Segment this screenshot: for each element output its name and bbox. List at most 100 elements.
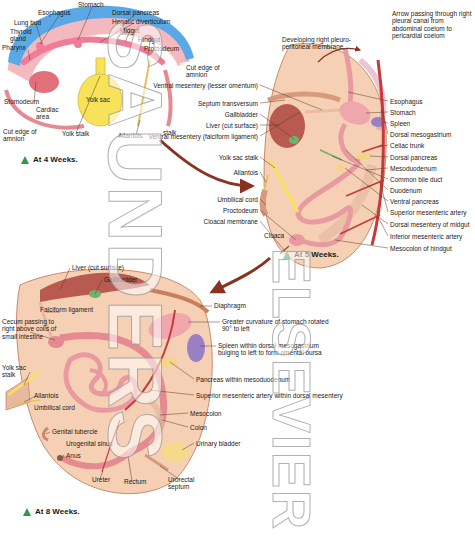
anatomy-label: Cut edge of amnion: [186, 64, 222, 79]
leader-line: [348, 92, 388, 101]
leader-line: [260, 114, 294, 139]
leader-line: [260, 172, 266, 182]
spleen: [187, 334, 205, 362]
anatomy-label: Dorsal mesogastrium: [390, 131, 451, 138]
anatomy-label: Stomach: [78, 1, 104, 8]
leader-line: [370, 156, 388, 157]
leader-line: [260, 210, 296, 240]
stomach-bud: [74, 40, 82, 48]
inferior-mesenteric-artery: [340, 215, 380, 234]
pleural-canal-arrow: [318, 49, 360, 63]
caption-triangle: [23, 508, 31, 516]
anatomy-label: Cloacal membrane: [203, 218, 258, 225]
dorsal-pancreas: [356, 152, 372, 160]
leader-line: [380, 182, 388, 212]
leader-line: [60, 268, 70, 290]
anatomy-label: Thyroid gland: [10, 28, 40, 43]
liver-cut-surface: [269, 104, 305, 148]
anatomy-label: Cecum passing to right above coils of sm…: [2, 318, 58, 340]
gallbladder: [289, 136, 299, 144]
leader-line: [260, 157, 275, 168]
allantois: [10, 400, 40, 404]
midgut-loop: [298, 162, 360, 245]
anatomy-label: Arrow passing through right pleural cana…: [392, 10, 472, 39]
anatomy-label: Mesocolon: [190, 410, 221, 417]
amnion: [6, 90, 84, 128]
anatomy-label: Falciform ligament: [40, 306, 93, 313]
leader-line: [28, 50, 30, 60]
watermark: SAUNDERS: [93, 20, 178, 463]
leader-line: [378, 217, 388, 236]
anatomy-label: Ventral pancreas: [390, 198, 439, 205]
anatomy-label: Diaphragm: [214, 302, 246, 309]
anatomy-label: Pharynx: [2, 44, 26, 51]
cecum: [48, 336, 64, 348]
anatomy-label: Esophagus: [38, 9, 71, 16]
anatomy-label: Developing right pleuro-peritoneal membr…: [282, 36, 372, 51]
anatomy-label: Proctodeum: [223, 207, 258, 214]
ventral-mesentery: [305, 110, 340, 112]
leader-line: [362, 205, 388, 224]
leader-line: [382, 110, 388, 134]
anatomy-label: Rectum: [124, 478, 146, 485]
anatomy-label: Dorsal pancreas: [112, 9, 159, 16]
leader-line: [200, 306, 212, 307]
celiac-trunk: [362, 145, 383, 152]
anatomy-label: Yolk sac stalk: [219, 154, 258, 161]
leader-line: [24, 372, 30, 385]
cloaca: [289, 234, 305, 246]
esophagus: [345, 48, 351, 102]
yolk-sac-stalk: [270, 160, 298, 212]
leader-line: [260, 112, 300, 136]
anatomy-label: Spleen: [390, 120, 410, 127]
leader-line: [40, 14, 60, 44]
anatomy-label: Duodenum: [390, 187, 422, 194]
leader-line: [182, 443, 194, 450]
panel-caption: At 4 Weeks.: [33, 156, 78, 165]
stage-arrow: [212, 258, 270, 292]
lung-bud: [36, 42, 44, 50]
anatomy-label: Dorsal mesentery of midgut: [390, 221, 469, 228]
anatomy-label: Liver (cut surface): [206, 122, 258, 129]
cardiac-area: [29, 71, 59, 93]
leader-line: [188, 322, 220, 323]
embryo-trunk: [264, 44, 386, 268]
anatomy-label: Anus: [66, 452, 81, 459]
caption-triangle: [21, 156, 29, 164]
anatomy-label: Septum transversum: [198, 100, 258, 107]
leader-line: [260, 221, 284, 250]
septum-transversum: [268, 94, 340, 100]
anatomy-label: Allantois: [34, 392, 59, 399]
anatomy-label: Stomodeum: [4, 98, 39, 105]
anatomy-label: Common bile duct: [390, 176, 442, 183]
leader-line: [200, 346, 216, 347]
panel-caption: At 8 Weeks.: [35, 508, 80, 517]
anatomy-label: Cardiac area: [36, 106, 66, 121]
ventral-pancreas: [335, 165, 345, 171]
anatomy-label: Urinary bladder: [196, 440, 240, 447]
leader-line: [260, 199, 266, 205]
anatomy-label: Dorsal pancreas: [390, 154, 437, 161]
genital-tubercle: [44, 428, 49, 440]
anatomy-label: Stomach: [390, 109, 416, 116]
leader-line: [384, 122, 388, 123]
anatomy-label: Celiac trunk: [390, 142, 424, 149]
anatomy-label: Superior mesenteric artery: [390, 209, 467, 216]
leader-line: [78, 7, 92, 40]
anatomy-label: Umbilical cord: [217, 196, 258, 203]
anatomy-label: Colon: [190, 424, 207, 431]
leader-line: [260, 125, 280, 126]
leader-line: [366, 168, 388, 170]
anatomy-label: Lung bud: [14, 19, 41, 26]
anatomy-label: Allantois: [233, 169, 258, 176]
anatomy-label: Mesocolon of hindgut: [390, 245, 452, 252]
anatomy-label: Yolk sac stalk: [2, 364, 32, 379]
amnion-cut-edge: [180, 60, 200, 64]
anatomy-label: Mesoduodenum: [390, 165, 437, 172]
leader-line: [378, 145, 388, 147]
leader-line: [335, 240, 388, 248]
leader-lines: [24, 7, 388, 481]
anatomy-label: Yolk stalk: [62, 130, 89, 137]
anatomy-label: Urorectal septum: [168, 476, 208, 491]
